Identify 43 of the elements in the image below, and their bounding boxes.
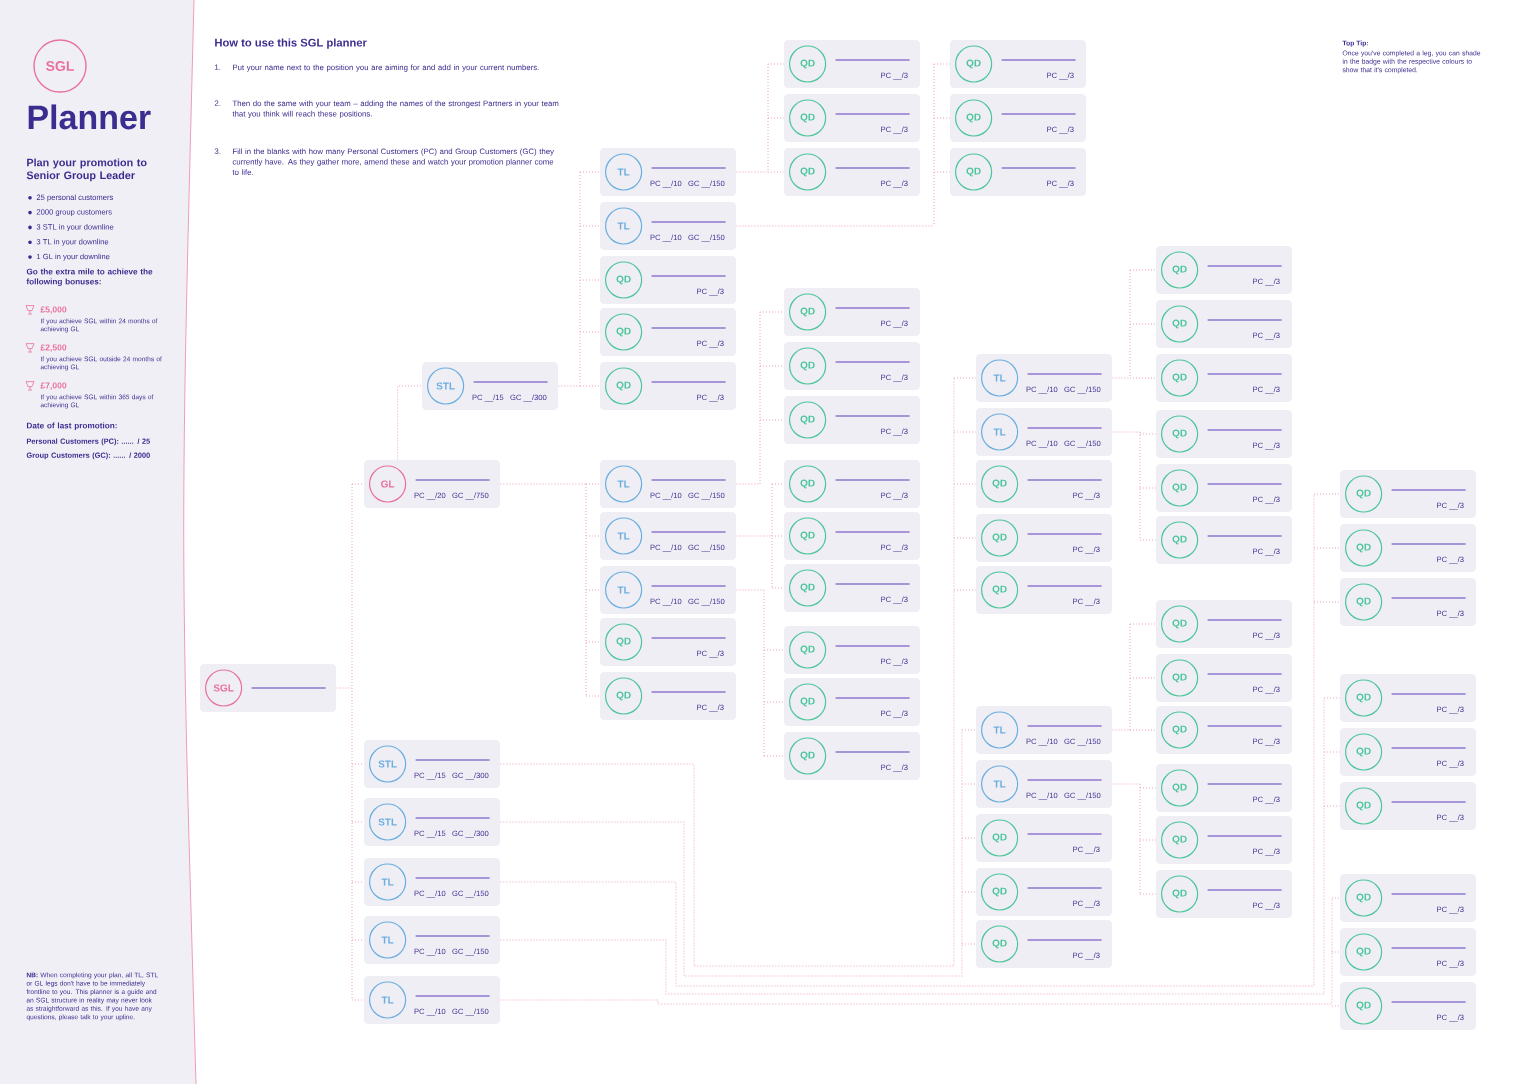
connector-trunk — [1111, 269, 1131, 379]
connector-line — [579, 331, 601, 333]
connector-trunk — [499, 729, 963, 977]
connector-line — [1129, 729, 1157, 731]
connector-line — [579, 385, 601, 387]
connector-line — [585, 641, 601, 643]
connector-line — [585, 535, 601, 537]
connector-line — [579, 225, 601, 227]
connector-line — [763, 755, 785, 757]
connector-trunk — [499, 493, 1315, 987]
connector-line — [1129, 377, 1157, 379]
connector-trunk — [499, 483, 587, 697]
connector-line — [1129, 623, 1157, 625]
connector-trunk — [557, 171, 581, 387]
connector-trunk — [735, 63, 769, 173]
connector-line — [759, 419, 785, 421]
connector-trunk — [1111, 623, 1131, 731]
connector-trunk — [1111, 783, 1141, 895]
connector-trunk — [499, 377, 955, 967]
planner-title: Planner — [28, 104, 151, 130]
connector-line — [585, 695, 601, 697]
connector-trunk — [499, 697, 1325, 995]
connector-line — [585, 483, 601, 485]
connector-line — [759, 311, 785, 313]
connector-trunk — [735, 589, 765, 757]
connector-line — [397, 385, 423, 461]
connector-trunk — [735, 63, 935, 227]
connector-line — [1313, 547, 1341, 549]
connector-line — [585, 589, 601, 591]
connector-line — [1129, 269, 1157, 271]
connector-line — [1129, 323, 1157, 325]
connector-line — [579, 279, 601, 281]
connector-line — [1129, 677, 1157, 679]
connector-line — [763, 701, 785, 703]
connector-trunk — [499, 897, 1333, 1005]
connector-line — [1313, 601, 1341, 603]
connector-line — [579, 171, 601, 173]
connector-trunk — [1111, 431, 1141, 541]
connector-line — [759, 365, 785, 367]
connector-line — [763, 649, 785, 651]
connector-trunk — [335, 483, 353, 1001]
connector-trunk — [735, 483, 773, 589]
connector-trunk — [735, 311, 761, 485]
